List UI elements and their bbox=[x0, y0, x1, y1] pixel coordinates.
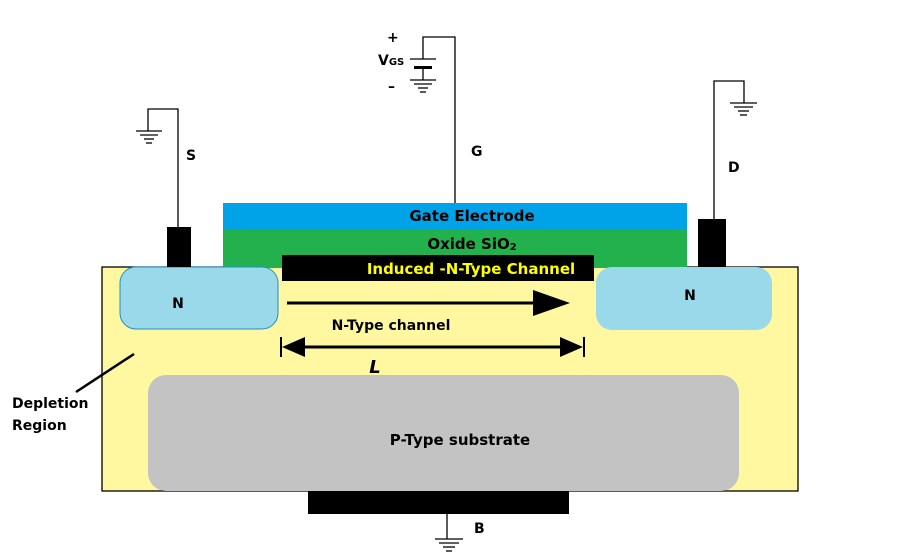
drain-ground-icon bbox=[730, 102, 757, 116]
substrate-label: P-Type substrate bbox=[390, 431, 530, 449]
gate-electrode-label: Gate Electrode bbox=[409, 207, 534, 225]
drain-n-region bbox=[596, 267, 772, 330]
depletion-label-line2: Region bbox=[12, 418, 67, 434]
induced-channel bbox=[282, 255, 594, 281]
drain-n-label: N bbox=[684, 288, 696, 304]
source-terminal-label: S bbox=[186, 148, 196, 164]
source-n-label: N bbox=[172, 296, 184, 312]
gate-wire bbox=[422, 36, 456, 203]
oxide-label-sub: 2 bbox=[510, 242, 517, 253]
vgs-plus-sign: + bbox=[387, 30, 399, 46]
oxide-label: Oxide SiO2 bbox=[427, 235, 516, 253]
electron-flow-arrow bbox=[287, 290, 570, 316]
channel-length-label: L bbox=[369, 357, 380, 378]
source-wire bbox=[147, 108, 179, 227]
source-ground-icon bbox=[136, 130, 162, 144]
drain-contact bbox=[698, 219, 726, 267]
gate-terminal-label: G bbox=[471, 144, 483, 160]
source-contact bbox=[167, 227, 191, 267]
body-contact bbox=[308, 491, 569, 514]
n-type-channel-label: N-Type channel bbox=[332, 318, 451, 334]
channel-length-arrow bbox=[280, 337, 585, 357]
vgs-label-main: V bbox=[378, 53, 389, 69]
body-ground-icon bbox=[435, 538, 463, 552]
induced-channel-label: Induced -N-Type Channel bbox=[367, 260, 575, 278]
drain-terminal-label: D bbox=[728, 160, 740, 176]
vgs-label: VGS bbox=[378, 53, 404, 69]
body-terminal-label: B bbox=[474, 521, 485, 537]
vgs-label-sub: GS bbox=[389, 57, 404, 68]
gate-electrode bbox=[223, 203, 687, 230]
depletion-label-line1: Depletion bbox=[12, 396, 89, 412]
depletion-pointer-line bbox=[75, 352, 135, 394]
vgs-minus-sign: – bbox=[388, 79, 395, 95]
source-n-region bbox=[119, 266, 279, 330]
oxide-label-main: Oxide SiO bbox=[427, 235, 509, 253]
drain-wire bbox=[713, 80, 745, 219]
p-type-substrate bbox=[148, 375, 739, 491]
vgs-battery-icon bbox=[410, 58, 436, 93]
